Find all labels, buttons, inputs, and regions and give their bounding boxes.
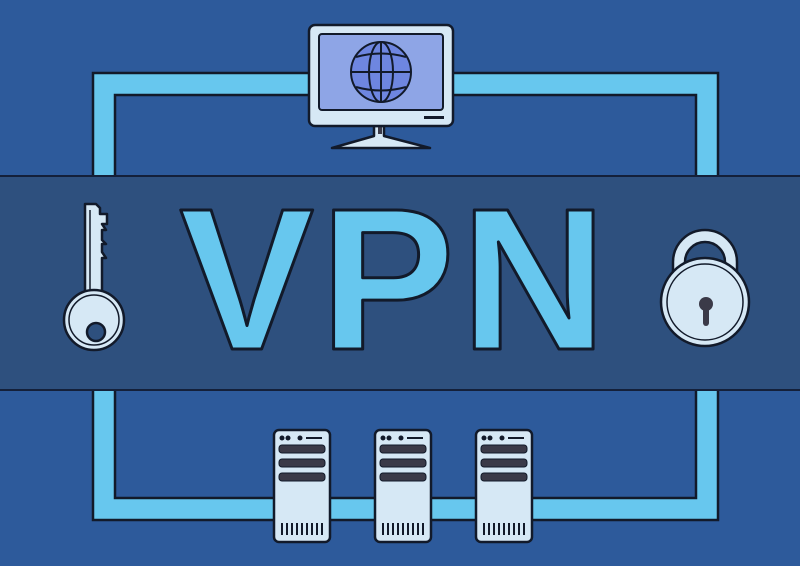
server-icon (474, 428, 534, 544)
vpn-title: VPN (178, 175, 612, 388)
server-icon (373, 428, 433, 544)
key-icon (55, 200, 135, 360)
padlock-icon (655, 218, 755, 348)
globe-monitor-icon (300, 20, 460, 160)
vpn-title-container: VPN (0, 175, 800, 388)
server-icon (272, 428, 332, 544)
server-rack (270, 428, 540, 546)
svg-text:VPN: VPN (179, 175, 612, 388)
